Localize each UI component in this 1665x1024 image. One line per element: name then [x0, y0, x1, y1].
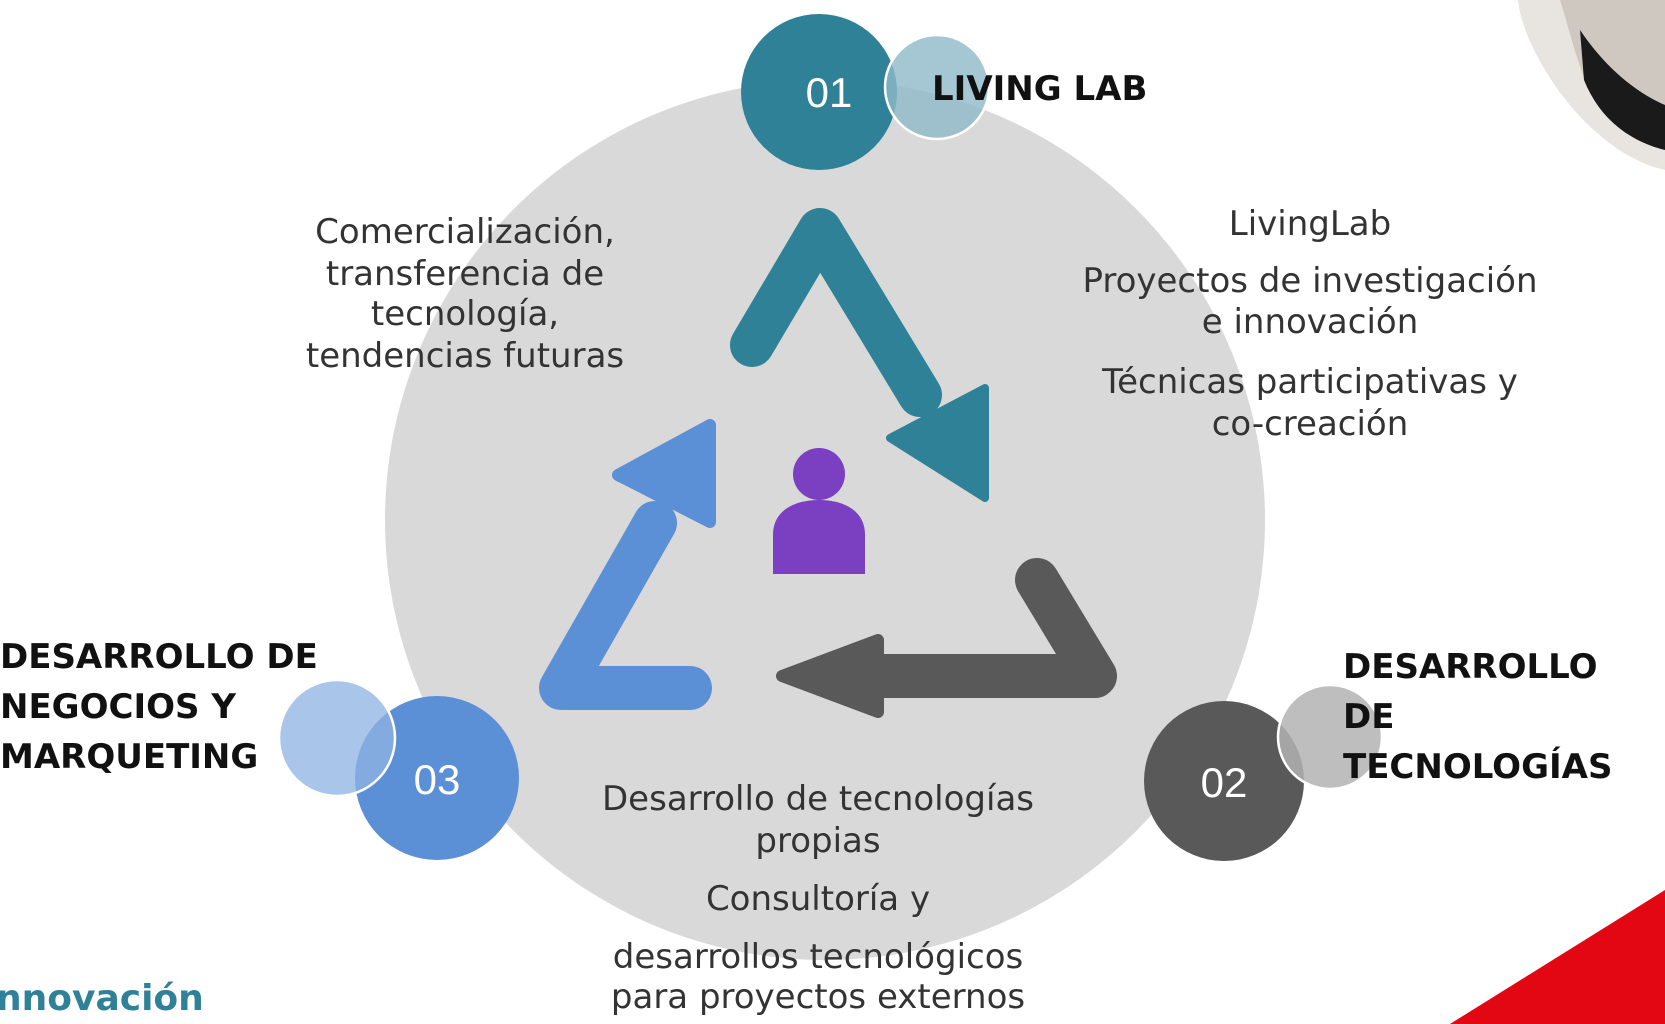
node-tecnologias: 02 DESARROLLO DE TECNOLOGÍAS	[1144, 647, 1612, 861]
desc-comercializacion-line: tecnología,	[371, 294, 559, 334]
desc-livinglab: LivingLab Proyectos de investigación e i…	[1082, 204, 1537, 444]
desc-livinglab-line: e innovación	[1202, 302, 1419, 342]
node-02-number: 02	[1201, 759, 1248, 806]
desc-livinglab-line: Proyectos de investigación	[1082, 261, 1537, 301]
tecnologias-label-line-3: TECNOLOGÍAS	[1343, 746, 1612, 787]
desc-comercializacion-line: tendencias futuras	[306, 336, 624, 376]
living-lab-label: LIVING LAB	[932, 69, 1147, 109]
desc-tecnologias-line: para proyectos externos	[611, 977, 1025, 1017]
desc-tecnologias-line: Desarrollo de tecnologías	[602, 779, 1034, 819]
tecnologias-label-line-2: DE	[1343, 697, 1394, 737]
red-corner-accent	[1450, 890, 1665, 1024]
desc-comercializacion-line: transferencia de	[326, 254, 604, 294]
desc-tecnologias: Desarrollo de tecnologías propias Consul…	[602, 779, 1034, 1017]
desc-tecnologias-line: Consultoría y	[706, 879, 930, 919]
node-living-lab: 01 LIVING LAB	[741, 14, 1147, 170]
desc-comercializacion: Comercialización, transferencia de tecno…	[306, 212, 624, 376]
footer-text: nnovación	[0, 978, 204, 1019]
desc-comercializacion-line: Comercialización,	[315, 212, 615, 252]
person-icon	[773, 448, 865, 574]
negocios-label-line-2: NEGOCIOS Y	[0, 687, 236, 727]
gray-arrow	[776, 558, 1117, 718]
negocios-label-line-3: MARQUETING	[0, 737, 258, 777]
desc-livinglab-line: LivingLab	[1229, 204, 1391, 244]
node-negocios: 03 DESARROLLO DE NEGOCIOS Y MARQUETING	[0, 637, 519, 860]
desc-livinglab-line: co-creación	[1212, 404, 1409, 444]
desc-livinglab-line: Técnicas participativas y	[1101, 362, 1518, 402]
photo-fragment	[1518, 0, 1665, 170]
desc-tecnologias-line: propias	[755, 821, 880, 861]
node-01-number: 01	[806, 69, 853, 116]
node-03-number: 03	[414, 756, 461, 803]
blue-arrow	[539, 419, 716, 710]
teal-arrow	[730, 208, 989, 502]
desc-tecnologias-line: desarrollos tecnológicos	[613, 937, 1023, 977]
negocios-label-line-1: DESARROLLO DE	[0, 637, 318, 677]
tecnologias-label-line-1: DESARROLLO	[1343, 647, 1598, 687]
